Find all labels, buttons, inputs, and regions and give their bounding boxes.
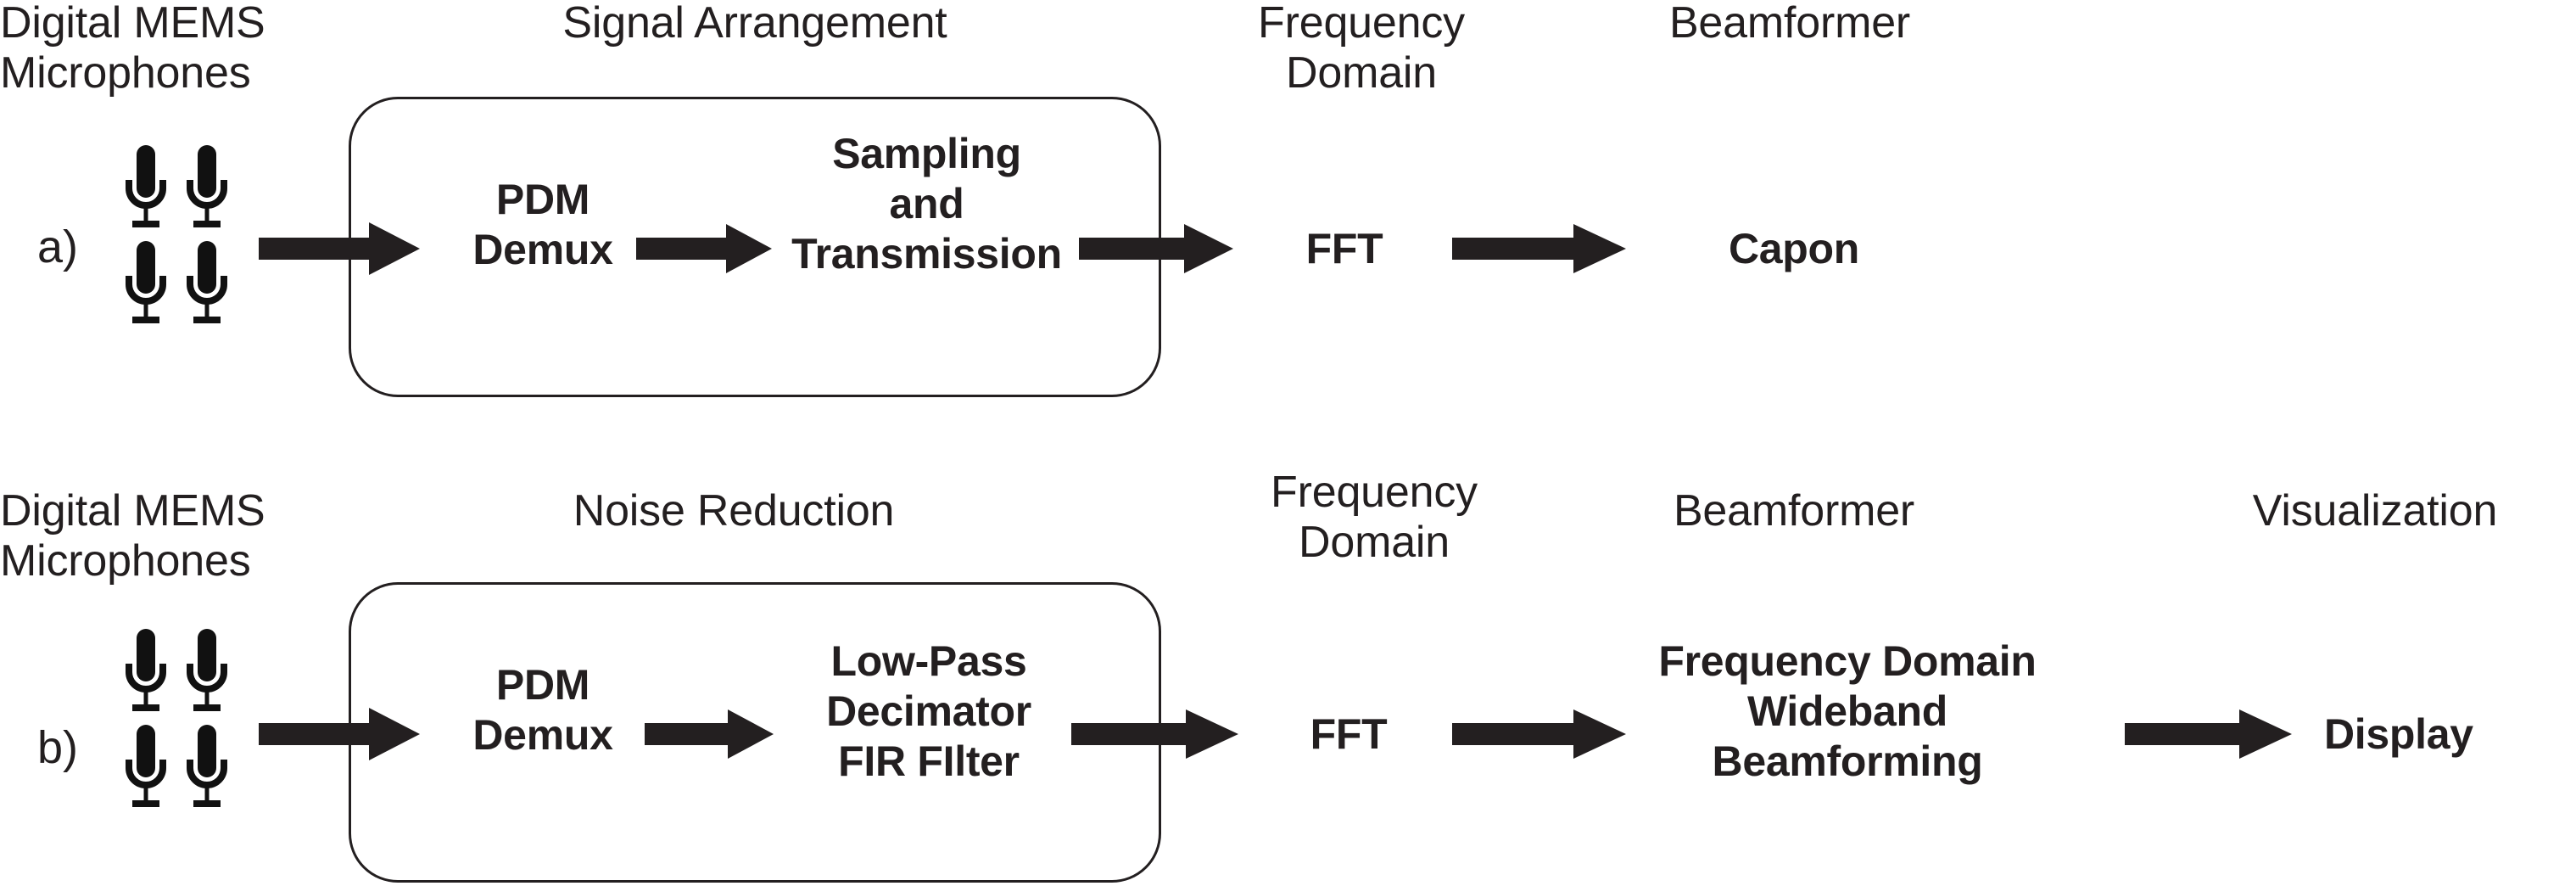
panel-b-label: b) — [37, 722, 79, 773]
microphone-icon — [119, 722, 173, 815]
panel-a-arrow-fft-to-capon — [1452, 224, 1626, 273]
panel-a-stage-fft: FFT — [1305, 225, 1383, 272]
panel-b-stage-low-pass-decimator-fir-filter: Low-Pass Decimator FIR FIlter — [826, 637, 1031, 785]
microphone-icon — [119, 626, 173, 719]
panel-b-header-visualization: Visualization — [2252, 486, 2498, 536]
panel-b-stage-pdm-demux: PDM Demux — [472, 661, 613, 759]
panel-a-header-frequency-domain: Frequency Domain — [1258, 0, 1465, 98]
panel-b-stage-display: Display — [2324, 710, 2473, 758]
panel-a-stage-capon: Capon — [1728, 225, 1860, 272]
panel-b-arrow-beamforming-to-display — [2125, 709, 2292, 759]
microphone-icon — [119, 238, 173, 331]
panel-b-header-frequency-domain: Frequency Domain — [1271, 468, 1478, 567]
microphone-icon — [180, 143, 234, 235]
panel-b-arrow-mics-to-pdm-demux — [259, 708, 420, 760]
panel-b-arrow-lowpass-to-fft — [1071, 709, 1238, 759]
panel-a-header-beamformer: Beamformer — [1668, 0, 1911, 48]
panel-a-label: a) — [37, 222, 79, 272]
microphone-icon — [119, 143, 173, 235]
panel-a-arrow-mics-to-pdm-demux — [259, 222, 420, 275]
panel-b-header-beamformer: Beamformer — [1673, 486, 1915, 536]
panel-a-stage-pdm-demux: PDM Demux — [472, 176, 613, 273]
panel-a-microphone-array — [119, 143, 234, 331]
panel-b-stage-frequency-domain-wideband-beamforming: Frequency Domain Wideband Beamforming — [1658, 637, 2037, 785]
panel-a-header-microphones: Digital MEMS Microphones — [0, 0, 265, 98]
panel-a-header-signal-arrangement: Signal Arrangement — [562, 0, 947, 48]
microphone-icon — [180, 722, 234, 815]
panel-b-stage-fft: FFT — [1310, 710, 1388, 758]
microphone-icon — [180, 626, 234, 719]
panel-b-arrow-pdm-demux-to-lowpass — [645, 709, 774, 759]
panel-a-stage-sampling-and-transmission: Sampling and Transmission — [791, 130, 1062, 278]
panel-a-arrow-sampling-to-fft — [1079, 224, 1233, 273]
panel-b-arrow-fft-to-beamforming — [1452, 709, 1626, 759]
panel-a-arrow-pdm-demux-to-sampling — [636, 224, 772, 273]
panel-b-header-microphones: Digital MEMS Microphones — [0, 486, 265, 586]
panel-b-microphone-array — [119, 626, 234, 815]
panel-b-header-noise-reduction: Noise Reduction — [573, 486, 895, 536]
microphone-icon — [180, 238, 234, 331]
